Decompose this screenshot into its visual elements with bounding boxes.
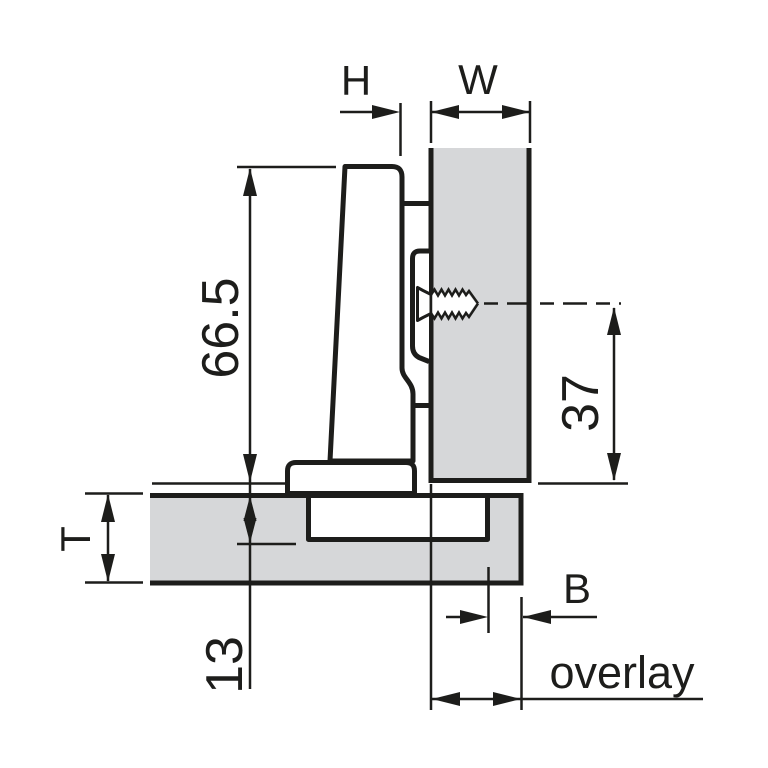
- edge-distance-label: B: [563, 565, 591, 612]
- screw-distance-arrow-up-icon: [607, 307, 621, 335]
- overlay-arrow-right-icon: [493, 692, 521, 706]
- drilling-depth-arrow-down-icon: [243, 518, 257, 543]
- h-dimension: H: [340, 57, 402, 156]
- edge-distance-arrow-left-icon: [523, 610, 551, 624]
- w-arrow-left-icon: [431, 105, 459, 119]
- screw-thread-bottom: [429, 302, 480, 321]
- w-dimension: W: [429, 56, 532, 143]
- screw: [416, 286, 621, 322]
- edge-distance-dimension: B: [446, 565, 597, 710]
- arm-height-arrow-down-icon: [243, 454, 257, 482]
- screw-distance-dimension: 37: [538, 307, 628, 485]
- h-label: H: [341, 57, 371, 104]
- screw-head: [416, 286, 433, 322]
- door-panel: [150, 493, 524, 586]
- door-thickness-arrow-down-icon: [101, 554, 115, 582]
- arm-height-arrow-up-icon: [243, 168, 257, 196]
- hinge-cup-flange: [285, 460, 417, 496]
- drilling-depth-label: 13: [196, 636, 254, 694]
- h-arrow-icon: [372, 105, 400, 119]
- w-label: W: [458, 56, 498, 103]
- arm-height-dimension: 66.5: [152, 165, 336, 689]
- door-thickness-dimension: T: [52, 492, 143, 584]
- edge-distance-arrow-right-icon: [460, 610, 488, 624]
- overlay-arrow-left-icon: [432, 692, 460, 706]
- hinge-arm: [327, 164, 416, 464]
- arm-height-label: 66.5: [192, 277, 250, 378]
- hinge-cup-hole: [306, 494, 490, 542]
- overlay-dimension: overlay: [429, 484, 703, 710]
- overlay-label: overlay: [549, 647, 695, 698]
- drilling-depth-arrow-up-icon: [243, 496, 257, 521]
- w-arrow-right-icon: [502, 105, 530, 119]
- screw-distance-arrow-down-icon: [607, 453, 621, 481]
- screw-distance-label: 37: [552, 374, 610, 432]
- screw-thread-top: [429, 287, 480, 305]
- door-thickness-arrow-up-icon: [101, 494, 115, 522]
- door-thickness-label: T: [52, 526, 99, 552]
- drilling-depth-dimension: 13: [196, 496, 296, 694]
- screw-shank-fill: [431, 293, 476, 315]
